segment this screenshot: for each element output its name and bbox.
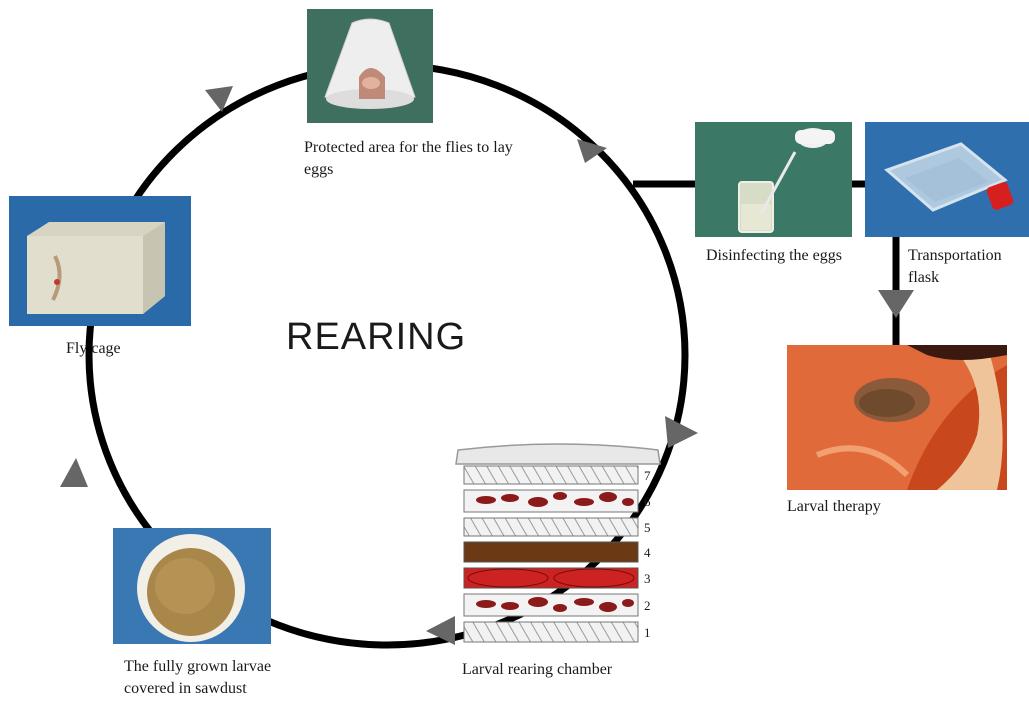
disinfecting-photo	[695, 122, 852, 237]
chamber-layer-1	[464, 622, 638, 642]
label-fully-grown: The fully grown larvae covered in sawdus…	[124, 656, 284, 700]
arrow-down-to-therapy	[878, 290, 914, 318]
chamber-layer-4	[464, 542, 638, 562]
label-larval-therapy: Larval therapy	[787, 496, 987, 518]
label-rearing-chamber: Larval rearing chamber	[462, 659, 682, 681]
layer-number-5: 5	[644, 520, 651, 535]
larval-rearing-chamber-drawing: 7 6 5 4 3 2 1	[448, 440, 668, 655]
diagram-title: REARING	[286, 316, 466, 359]
larval-therapy-photo	[787, 345, 1007, 490]
label-transportation: Transportation flask	[908, 245, 1028, 289]
chamber-layer-7	[464, 466, 638, 484]
label-fly-cage: Fly cage	[66, 338, 186, 360]
layer-number-4: 4	[644, 545, 651, 560]
layer-number-1: 1	[644, 625, 651, 640]
fully-grown-larvae-photo	[113, 528, 271, 644]
fly-cage-photo	[9, 196, 191, 326]
arrow-right	[665, 416, 698, 448]
arrow-left	[60, 458, 88, 487]
transportation-flask-photo	[865, 122, 1029, 237]
layer-number-2: 2	[644, 598, 651, 613]
chamber-layer-5	[464, 518, 638, 536]
layer-number-7: 7	[644, 468, 651, 483]
label-protected-area: Protected area for the flies to lay eggs	[304, 137, 534, 181]
protected-area-photo	[307, 9, 433, 123]
layer-number-3: 3	[644, 571, 651, 586]
chamber-layer-3	[464, 568, 638, 588]
label-disinfecting: Disinfecting the eggs	[706, 245, 846, 267]
layer-number-6: 6	[644, 494, 651, 509]
